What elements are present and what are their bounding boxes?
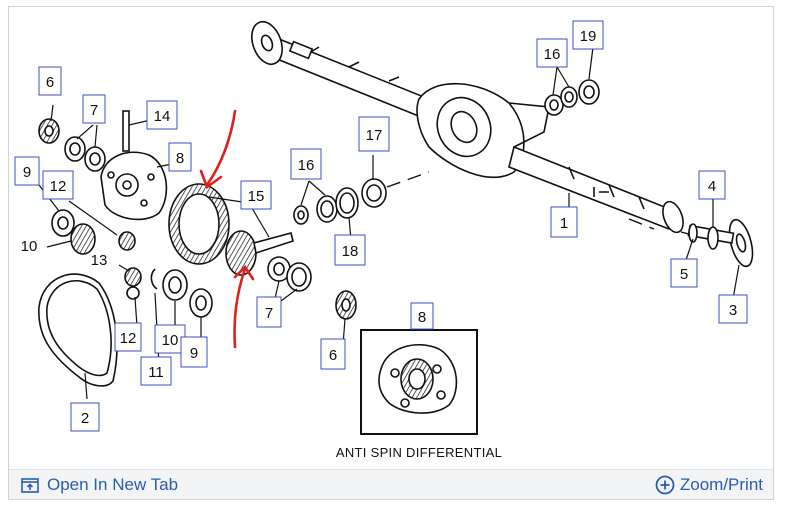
svg-text:6: 6 xyxy=(46,74,54,91)
svg-text:9: 9 xyxy=(23,164,31,181)
svg-text:6: 6 xyxy=(329,347,337,364)
bearing-set-upper-right xyxy=(544,79,600,116)
callout-2: 2 xyxy=(70,402,100,432)
callout-10b: 10 xyxy=(154,324,186,354)
svg-text:1: 1 xyxy=(560,215,568,232)
svg-text:16: 16 xyxy=(298,157,315,174)
svg-text:11: 11 xyxy=(148,364,164,381)
zoom-plus-icon xyxy=(655,475,675,495)
inset-caption: ANTI SPIN DIFFERENTIAL xyxy=(336,445,502,460)
svg-text:5: 5 xyxy=(680,266,688,283)
svg-text:9: 9 xyxy=(190,345,198,362)
ring-and-pinion-gear xyxy=(168,183,294,276)
red-annotation-arrows xyxy=(199,109,255,349)
open-in-new-tab-icon xyxy=(21,477,39,493)
callout-8a: 8 xyxy=(168,142,192,172)
svg-text:2: 2 xyxy=(81,410,89,427)
svg-text:7: 7 xyxy=(265,305,273,322)
svg-text:4: 4 xyxy=(708,178,716,195)
callout-11: 11 xyxy=(140,356,172,386)
callout-16b: 16 xyxy=(536,38,568,68)
callout-16a: 16 xyxy=(290,148,322,180)
callout-6b: 6 xyxy=(320,338,346,370)
svg-text:14: 14 xyxy=(154,108,171,125)
callout-4: 4 xyxy=(698,170,726,200)
callout-7a: 7 xyxy=(82,94,106,124)
callout-18: 18 xyxy=(334,234,366,266)
zoom-print-button[interactable]: Zoom/Print xyxy=(655,470,763,500)
svg-text:15: 15 xyxy=(248,188,265,205)
svg-text:3: 3 xyxy=(729,302,737,319)
callout-10a: 10 xyxy=(21,238,38,255)
rear-axle-exploded-diagram: ANTI SPIN DIFFERENTIAL 6 7 14 8 9 12 15 … xyxy=(14,20,754,460)
svg-text:19: 19 xyxy=(580,28,597,45)
callout-9b: 9 xyxy=(180,336,208,368)
callout-9a: 9 xyxy=(14,156,40,186)
svg-text:18: 18 xyxy=(342,243,359,260)
svg-text:12: 12 xyxy=(120,330,137,347)
callout-1: 1 xyxy=(550,206,578,238)
callout-15: 15 xyxy=(240,180,272,210)
viewer-footer-bar: Open In New Tab Zoom/Print xyxy=(9,469,773,499)
callout-labels: 6 7 14 8 9 12 15 16 17 18 7 6 8 10 13 12… xyxy=(14,20,748,432)
svg-text:12: 12 xyxy=(50,178,67,195)
callout-3: 3 xyxy=(718,294,748,324)
svg-text:16: 16 xyxy=(544,46,561,63)
callout-8b: 8 xyxy=(410,302,434,330)
callout-13: 13 xyxy=(91,252,108,269)
open-new-tab-label: Open In New Tab xyxy=(47,475,179,494)
callout-7b: 7 xyxy=(256,296,282,328)
callout-17: 17 xyxy=(358,116,390,152)
zoom-print-label: Zoom/Print xyxy=(679,475,763,494)
anti-spin-inset: ANTI SPIN DIFFERENTIAL xyxy=(336,329,502,460)
callout-5: 5 xyxy=(670,258,698,288)
bearing-set-center xyxy=(267,178,387,320)
right-axle-shaft xyxy=(687,218,754,268)
svg-text:10: 10 xyxy=(162,332,179,349)
svg-text:17: 17 xyxy=(366,127,383,144)
callout-12a: 12 xyxy=(42,170,74,200)
svg-text:8: 8 xyxy=(418,309,426,326)
callout-6a: 6 xyxy=(38,66,62,96)
svg-text:7: 7 xyxy=(90,102,98,119)
callout-14: 14 xyxy=(146,100,178,130)
axle-housing xyxy=(251,20,684,234)
callout-19: 19 xyxy=(572,20,604,50)
open-new-tab-button[interactable]: Open In New Tab xyxy=(21,470,178,500)
svg-text:8: 8 xyxy=(176,150,184,167)
callout-12b: 12 xyxy=(114,322,142,352)
image-viewer: ANTI SPIN DIFFERENTIAL 6 7 14 8 9 12 15 … xyxy=(8,6,774,500)
differential-carrier xyxy=(38,110,213,318)
differential-cover xyxy=(38,273,118,387)
